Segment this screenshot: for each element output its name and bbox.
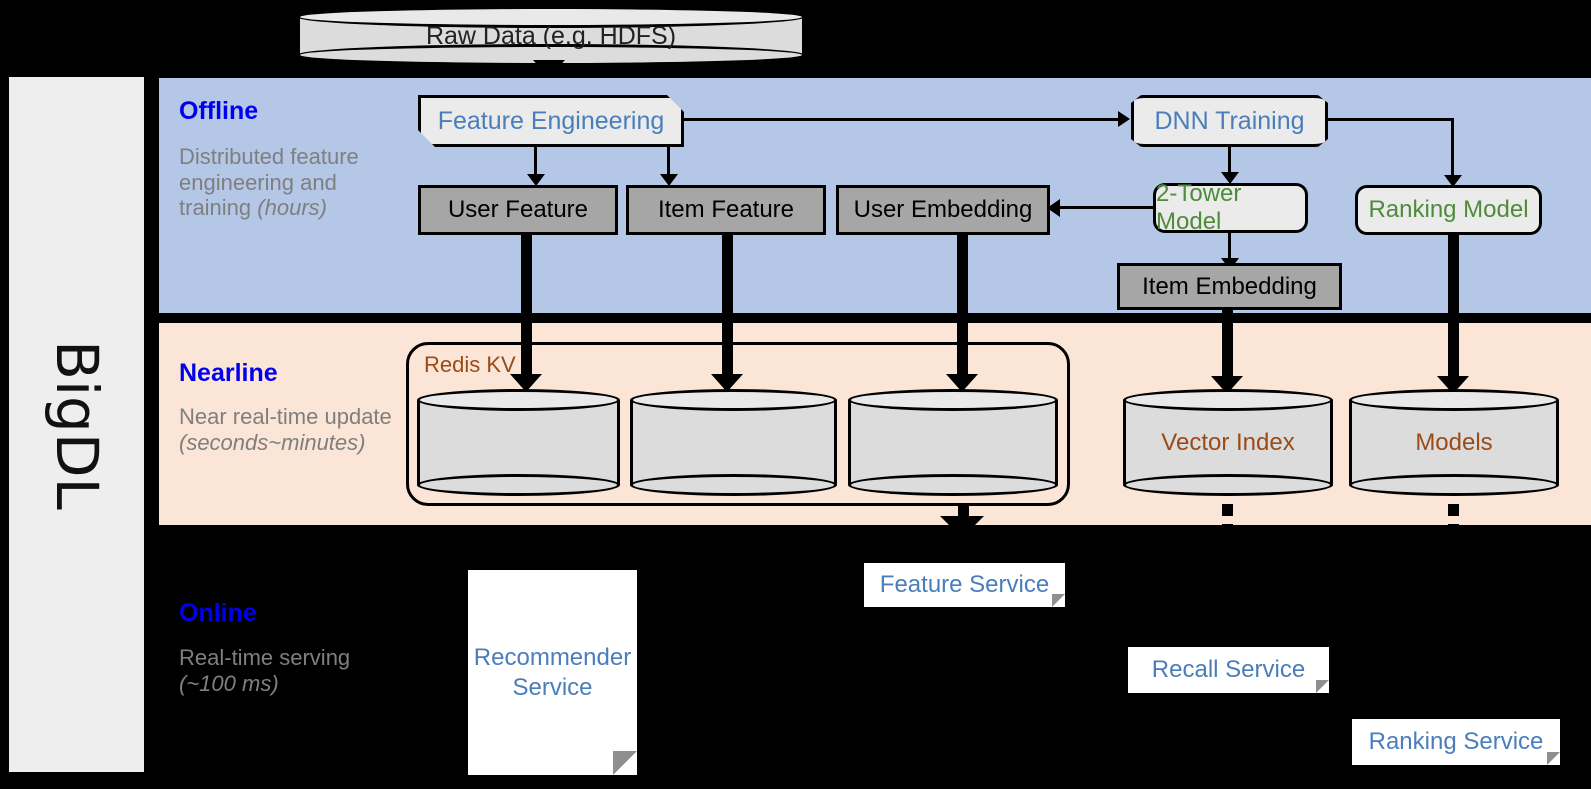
- cylinder-body: [848, 400, 1058, 485]
- arrow-twotower-to-userembedding-line: [1058, 206, 1155, 209]
- flow-userfeature-head: [510, 374, 542, 392]
- cylinder-top: [630, 389, 837, 411]
- two-tower-model-label: 2-Tower Model: [1156, 180, 1242, 235]
- page-fold-icon: [1052, 594, 1065, 607]
- arrow-fe-to-dnn-line: [684, 118, 1118, 121]
- flow-userembedding-line: [957, 235, 968, 383]
- redis-kv-container: [406, 342, 1070, 506]
- redis-store-3[interactable]: [848, 389, 1058, 496]
- item-feature-box[interactable]: Item Feature: [626, 185, 826, 235]
- item-feature-label: Item Feature: [657, 196, 795, 223]
- nearline-title: Nearline: [179, 359, 278, 387]
- ranking-service-card[interactable]: Ranking Service: [1352, 719, 1560, 765]
- page-fold-icon: [1316, 680, 1329, 693]
- cylinder-body: [1349, 400, 1559, 485]
- feature-engineering-label: Feature Engineering: [437, 106, 665, 135]
- page-fold-icon: [613, 751, 637, 775]
- cylinder-bottom: [1123, 474, 1333, 496]
- page-fold-icon: [1547, 752, 1560, 765]
- item-embedding-label: Item Embedding: [1142, 272, 1317, 300]
- dash-redis-to-featureservice: [958, 506, 969, 518]
- cylinder-top: [1349, 389, 1559, 411]
- flow-itemfeature-line: [722, 235, 733, 383]
- dnn-training-label: DNN Training: [1154, 106, 1305, 135]
- redis-store-2-label: [630, 389, 837, 496]
- dash-models-2: [1448, 524, 1459, 535]
- cylinder-body: [630, 400, 837, 485]
- ranking-model-box[interactable]: Ranking Model: [1355, 185, 1542, 235]
- raw-data-cylinder: Raw Data (e.g. HDFS): [297, 6, 805, 66]
- recommender-service-card[interactable]: Recommender Service: [468, 570, 637, 775]
- recall-service-label: Recall Service: [1151, 656, 1306, 684]
- arrow-dnn-to-ranking-head: [1444, 175, 1462, 187]
- redis-store-1[interactable]: [417, 389, 620, 496]
- dnn-training-box[interactable]: DNN Training: [1131, 95, 1328, 147]
- arrow-dnn-to-twotower-head: [1221, 172, 1239, 184]
- vector-index-cylinder[interactable]: Vector Index: [1123, 389, 1333, 496]
- arrow-redis-to-featureservice-head: [940, 516, 984, 538]
- arrow-fe-to-dnn-head: [1118, 111, 1130, 127]
- user-feature-label: User Feature: [447, 196, 589, 223]
- flow-itemfeature-head: [711, 374, 743, 392]
- redis-store-1-label: [417, 389, 620, 496]
- redis-store-3-label: [848, 389, 1058, 496]
- arrow-dnn-to-ranking-v: [1451, 118, 1454, 178]
- arrow-dnn-to-ranking-h: [1328, 118, 1454, 121]
- models-cylinder[interactable]: Models: [1349, 389, 1559, 496]
- cylinder-top: [297, 6, 805, 28]
- redis-store-2[interactable]: [630, 389, 837, 496]
- cylinder-top: [848, 389, 1058, 411]
- arrow-rawdata-to-fe-head: [533, 60, 565, 78]
- raw-data-label: Raw Data (e.g. HDFS): [425, 21, 677, 50]
- arrow-fe-to-userfeature-head: [527, 174, 545, 186]
- arrow-twotower-to-itememb-line: [1228, 233, 1231, 261]
- bigdl-sidebar: BigDL: [8, 76, 145, 773]
- feature-service-card[interactable]: Feature Service: [864, 563, 1065, 607]
- offline-title: Offline: [179, 97, 259, 125]
- nearline-subtitle: Near real-time update (seconds~minutes): [179, 404, 392, 455]
- cylinder-bottom: [630, 474, 837, 496]
- cylinder-body: [1123, 400, 1333, 485]
- cylinder-bottom: [1349, 474, 1559, 496]
- item-embedding-box[interactable]: Item Embedding: [1117, 263, 1342, 310]
- user-embedding-label: User Embedding: [853, 196, 1033, 223]
- cylinder-top: [1123, 389, 1333, 411]
- offline-subtitle: Distributed feature engineering and trai…: [179, 144, 359, 221]
- flow-rankingmodel-line: [1448, 235, 1459, 385]
- redis-kv-label: Redis KV: [424, 352, 516, 377]
- arrow-dnn-to-twotower-line: [1228, 147, 1231, 175]
- arrow-twotower-to-userembedding-head: [1047, 199, 1060, 217]
- cylinder-top: [417, 389, 620, 411]
- online-subtitle: Real-time serving (~100 ms): [179, 645, 351, 696]
- vector-index-label: Vector Index: [1161, 428, 1295, 456]
- dash-vectorindex-2: [1222, 524, 1233, 535]
- recall-service-card[interactable]: Recall Service: [1128, 647, 1329, 693]
- ranking-service-label: Ranking Service: [1368, 728, 1544, 756]
- cylinder-body: [417, 400, 620, 485]
- cylinder-bottom: [848, 474, 1058, 496]
- cylinder-bottom: [417, 474, 620, 496]
- two-tower-model-box[interactable]: 2-Tower Model: [1153, 180, 1308, 235]
- flow-userfeature-line: [521, 235, 532, 383]
- feature-engineering-box[interactable]: Feature Engineering: [418, 95, 684, 147]
- bigdl-label: BigDL: [42, 339, 111, 510]
- flow-itemembedding-line: [1222, 310, 1233, 385]
- arrow-fe-to-itemfeature-head: [660, 174, 678, 186]
- online-title: Online: [179, 599, 257, 627]
- feature-service-label: Feature Service: [879, 571, 1050, 599]
- user-feature-box[interactable]: User Feature: [418, 185, 618, 235]
- user-embedding-box[interactable]: User Embedding: [836, 185, 1050, 235]
- arrow-fe-to-itemfeature-line: [667, 147, 670, 177]
- arrow-fe-to-userfeature-line: [534, 147, 537, 177]
- dash-models-1: [1448, 504, 1459, 516]
- models-label: Models: [1415, 428, 1493, 456]
- dash-vectorindex-1: [1222, 504, 1233, 516]
- flow-userembedding-head: [946, 374, 978, 392]
- ranking-model-label: Ranking Model: [1368, 196, 1529, 223]
- recommender-service-label: Recommender Service: [473, 644, 632, 701]
